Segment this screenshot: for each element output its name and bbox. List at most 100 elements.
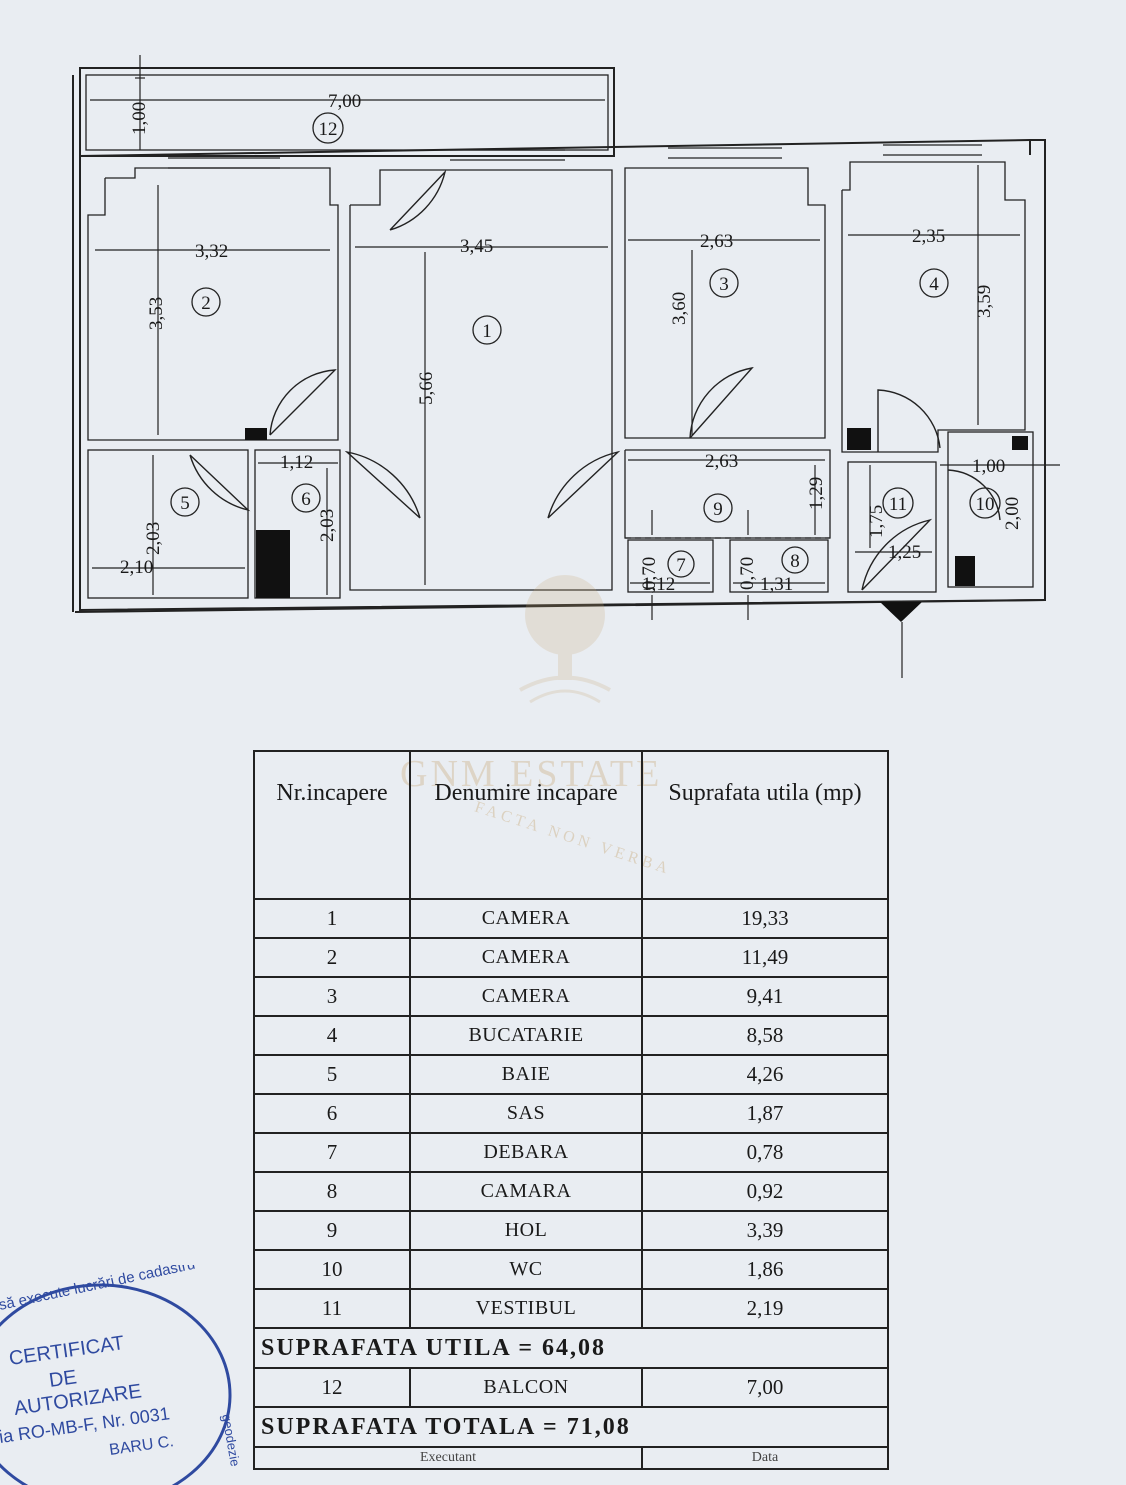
cell-nr: 9 — [253, 1210, 411, 1251]
stamp-line5: BARU C. — [108, 1433, 175, 1459]
room-2-outline — [87, 167, 339, 441]
table-row: 5 BAIE 4,26 — [253, 1054, 889, 1095]
dim-r9-height: 1,29 — [806, 477, 827, 510]
room-12-balcony — [79, 55, 615, 157]
total-area: SUPRAFATA TOTALA = 71,08 — [253, 1406, 889, 1448]
table-row: 11 VESTIBUL 2,19 — [253, 1288, 889, 1329]
cell-name: CAMERA — [409, 976, 643, 1017]
room-3-outline — [624, 167, 826, 439]
room-number-markers: 1 2 3 4 5 6 7 8 9 10 11 12 — [170, 112, 1001, 578]
room-number-10: 10 — [976, 494, 995, 515]
floor-plan: 7,00 1,00 3,32 3,53 3,45 5,66 — [72, 55, 1060, 678]
dim-r8-width: 1,31 — [760, 574, 793, 595]
table-row: 1 CAMERA 19,33 — [253, 898, 889, 939]
room-7-8-outline — [625, 537, 830, 620]
dim-balcony-width: 7,00 — [328, 91, 361, 112]
footer-date: Data — [641, 1446, 889, 1470]
room-number-12: 12 — [319, 119, 338, 140]
room-area-table: Nr.incapere Denumire incapare Suprafata … — [253, 750, 889, 1470]
stamp-line1: CERTIFICAT — [8, 1332, 126, 1370]
room-number-2: 2 — [201, 293, 211, 314]
footer-executant: Executant — [253, 1446, 643, 1470]
cell-area: 4,26 — [641, 1054, 889, 1095]
dim-r7-height: 0,70 — [639, 557, 660, 590]
table-row: 9 HOL 3,39 — [253, 1210, 889, 1251]
cell-name: SAS — [409, 1093, 643, 1134]
cell-area: 2,19 — [641, 1288, 889, 1329]
balcony-row: 12 BALCON 7,00 — [253, 1367, 889, 1408]
cell-area: 8,58 — [641, 1015, 889, 1056]
certification-stamp: să execute lucrări de cadastru geodezie … — [0, 1265, 240, 1485]
cell-nr: 6 — [253, 1093, 411, 1134]
cell-nr: 2 — [253, 937, 411, 978]
dim-balcony-depth: 1,00 — [129, 102, 150, 135]
cell-name: CAMERA — [409, 937, 643, 978]
dim-r1-width: 3,45 — [460, 236, 493, 257]
dim-r9-width: 2,63 — [705, 451, 738, 472]
cell-area: 3,39 — [641, 1210, 889, 1251]
cell-name: BUCATARIE — [409, 1015, 643, 1056]
cell-name: VESTIBUL — [409, 1288, 643, 1329]
room-number-6: 6 — [301, 489, 311, 510]
cell-nr: 8 — [253, 1171, 411, 1212]
cell-area: 0,78 — [641, 1132, 889, 1173]
total-utila: SUPRAFATA UTILA = 64,08 — [253, 1327, 889, 1369]
cell-name: CAMERA — [409, 898, 643, 939]
dim-r11-width: 1,25 — [888, 542, 921, 563]
room-number-4: 4 — [929, 274, 939, 295]
total-utila-row: SUPRAFATA UTILA = 64,08 — [253, 1327, 889, 1369]
table-row: 7 DEBARA 0,78 — [253, 1132, 889, 1173]
dim-r11-height: 1,75 — [866, 505, 887, 538]
total-row: SUPRAFATA TOTALA = 71,08 — [253, 1406, 889, 1448]
dim-r10-height: 2,00 — [1002, 497, 1023, 530]
stamp-side-text: geodezie — [219, 1413, 240, 1468]
cell-nr: 11 — [253, 1288, 411, 1329]
cell-name: BAIE — [409, 1054, 643, 1095]
cell-nr: 3 — [253, 976, 411, 1017]
cell-area: 0,92 — [641, 1171, 889, 1212]
dim-r3-width: 2,63 — [700, 231, 733, 252]
table-row: 4 BUCATARIE 8,58 — [253, 1015, 889, 1056]
cell-name: BALCON — [409, 1367, 643, 1408]
cell-area: 11,49 — [641, 937, 889, 978]
table-row: 2 CAMERA 11,49 — [253, 937, 889, 978]
cell-area: 19,33 — [641, 898, 889, 939]
room-number-9: 9 — [713, 499, 723, 520]
stamp-top-text: să execute lucrări de cadastru — [0, 1265, 197, 1314]
dim-r5-width: 2,10 — [120, 557, 153, 578]
cell-name: DEBARA — [409, 1132, 643, 1173]
dim-r3-height: 3,60 — [669, 292, 690, 325]
dim-r7-width: 1,12 — [642, 574, 675, 595]
dim-r4-width: 2,35 — [912, 226, 945, 247]
footer-row: Executant Data — [253, 1446, 889, 1470]
table-row: 10 WC 1,86 — [253, 1249, 889, 1290]
room-11-outline — [847, 461, 937, 678]
dim-r6-height: 2,03 — [317, 509, 338, 542]
dim-r2-height: 3,53 — [146, 297, 167, 330]
room-number-11: 11 — [889, 494, 907, 515]
cell-nr: 10 — [253, 1249, 411, 1290]
cell-area: 7,00 — [641, 1367, 889, 1408]
room-number-7: 7 — [676, 555, 686, 576]
dim-r5-height: 2,03 — [143, 522, 164, 555]
header-area: Suprafata utila (mp) — [641, 750, 889, 900]
room-number-5: 5 — [180, 493, 190, 514]
table-row: 3 CAMERA 9,41 — [253, 976, 889, 1017]
dim-r4-height: 3,59 — [974, 285, 995, 318]
cell-name: WC — [409, 1249, 643, 1290]
dim-r6-width: 1,12 — [280, 452, 313, 473]
header-name: Denumire incapare — [409, 750, 643, 900]
room-number-8: 8 — [790, 551, 800, 572]
cell-area: 1,86 — [641, 1249, 889, 1290]
stamp-line2: DE — [48, 1366, 79, 1392]
dim-r1-height: 5,66 — [416, 372, 437, 405]
room-6-outline — [254, 449, 341, 599]
header-nr: Nr.incapere — [253, 750, 411, 900]
cell-nr: 1 — [253, 898, 411, 939]
cell-nr: 7 — [253, 1132, 411, 1173]
room-4-outline — [841, 161, 1026, 453]
rooms-table: Nr.incapere Denumire incapare Suprafata … — [253, 750, 889, 1470]
cell-nr: 12 — [253, 1367, 411, 1408]
cell-nr: 5 — [253, 1054, 411, 1095]
table-row: 6 SAS 1,87 — [253, 1093, 889, 1134]
